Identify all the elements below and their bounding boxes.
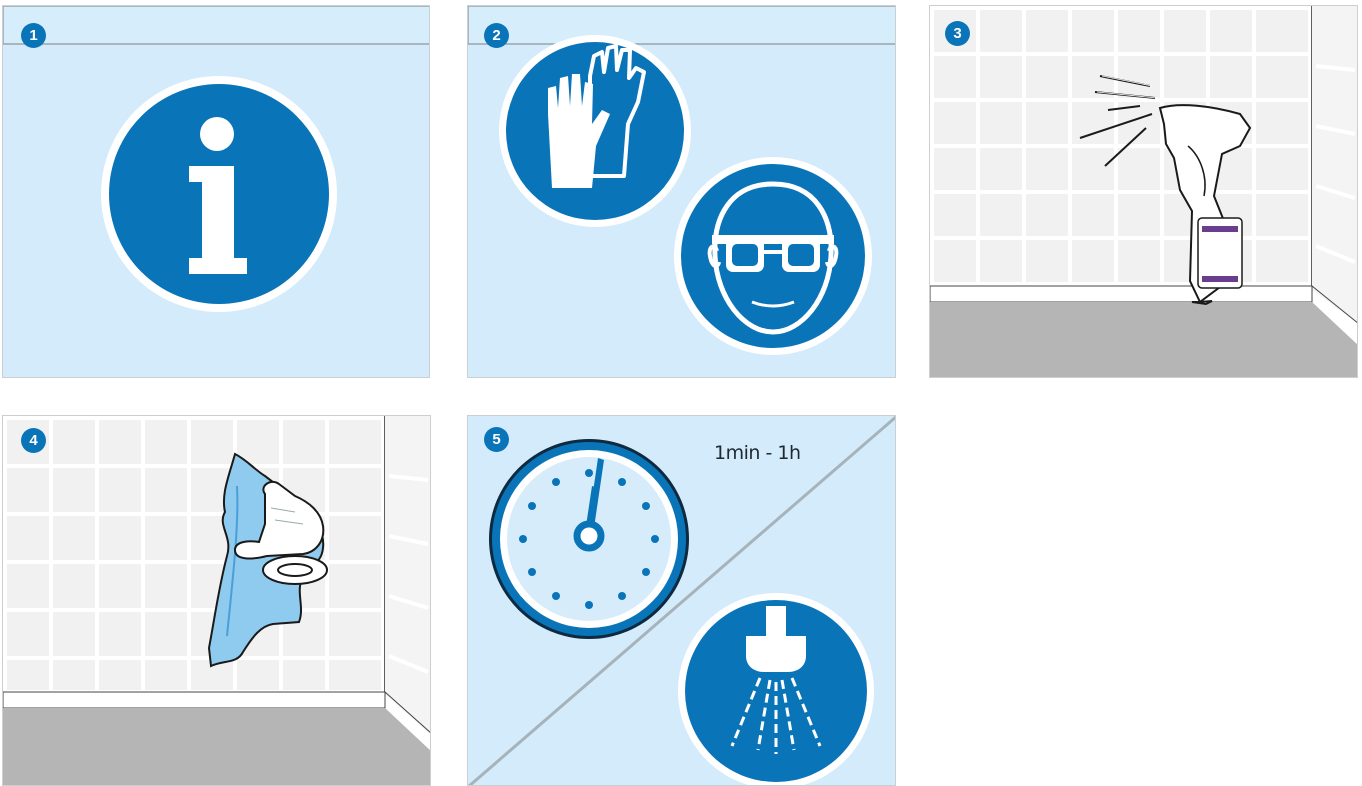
rinse-shower-icon xyxy=(678,593,874,786)
tiled-wall xyxy=(930,6,1358,324)
step-4-illustration xyxy=(3,416,431,786)
step-4-badge: 4 xyxy=(21,428,46,453)
step-1-panel: 1 xyxy=(2,5,430,378)
safety-goggles-icon xyxy=(674,157,872,355)
step-3-panel: 3 xyxy=(929,5,1358,378)
step-2-panel: 2 xyxy=(467,5,896,378)
info-sign-icon xyxy=(101,76,337,312)
protective-gloves-icon xyxy=(499,35,691,227)
contact-time-label: 1min - 1h xyxy=(714,442,800,464)
step-3-illustration xyxy=(930,6,1358,378)
step-3-badge: 3 xyxy=(945,21,970,46)
step-2-illustration xyxy=(468,6,896,378)
clock-icon xyxy=(489,439,689,639)
tiled-wall xyxy=(7,416,431,736)
step-1-badge: 1 xyxy=(21,23,46,48)
step-5-illustration xyxy=(468,416,896,786)
step-5-panel: 5 1min - 1h xyxy=(467,415,896,786)
step-2-badge: 2 xyxy=(484,23,509,48)
step-4-panel: 4 xyxy=(2,415,431,786)
step-5-badge: 5 xyxy=(484,427,509,452)
step-1-illustration xyxy=(3,6,430,378)
